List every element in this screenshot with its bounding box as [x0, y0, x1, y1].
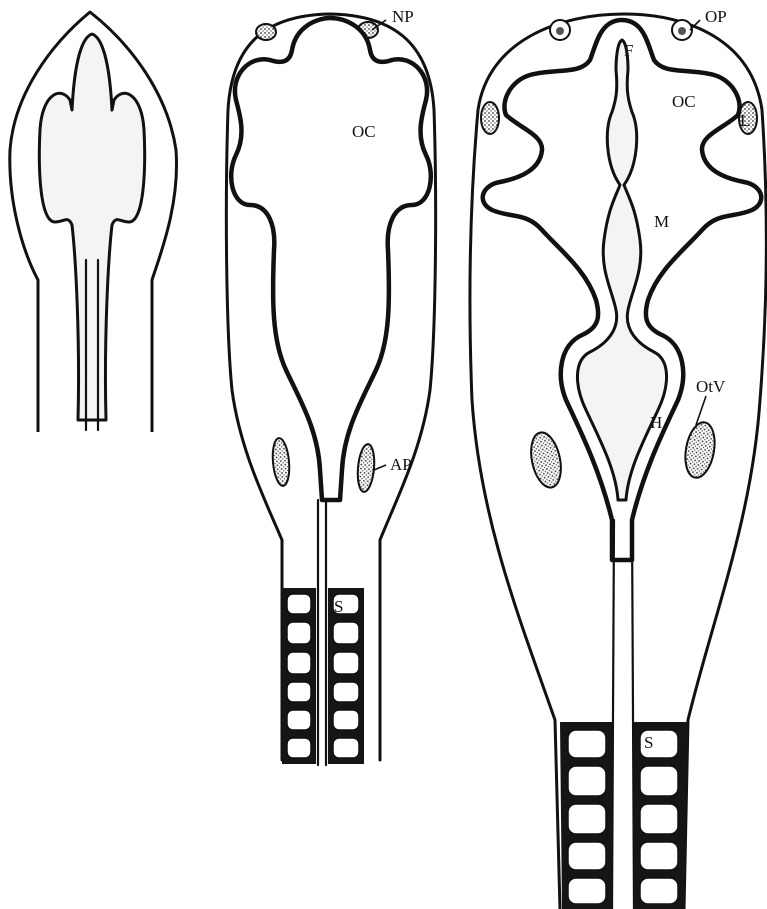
label-oc-stage2: OC: [352, 122, 376, 141]
label-h: H: [650, 413, 662, 432]
lens-left: [481, 102, 499, 134]
stage-2-embryo: [226, 14, 435, 765]
label-m: M: [654, 212, 669, 231]
label-f: F: [624, 41, 633, 60]
label-ap: AP: [390, 455, 412, 474]
nasal-placode-left: [256, 24, 276, 40]
label-otv: OtV: [696, 377, 726, 396]
label-s-stage2: S: [334, 597, 343, 616]
label-l: L: [740, 111, 750, 130]
olfactory-pit-right: [672, 20, 692, 40]
label-oc-stage3: OC: [672, 92, 696, 111]
label-s-stage3: S: [644, 733, 653, 752]
stage-3-embryo: [470, 14, 766, 909]
label-np: NP: [392, 7, 414, 26]
label-op: OP: [705, 7, 727, 26]
olfactory-pit-left: [550, 20, 570, 40]
stage-1-embryo: [10, 12, 177, 442]
